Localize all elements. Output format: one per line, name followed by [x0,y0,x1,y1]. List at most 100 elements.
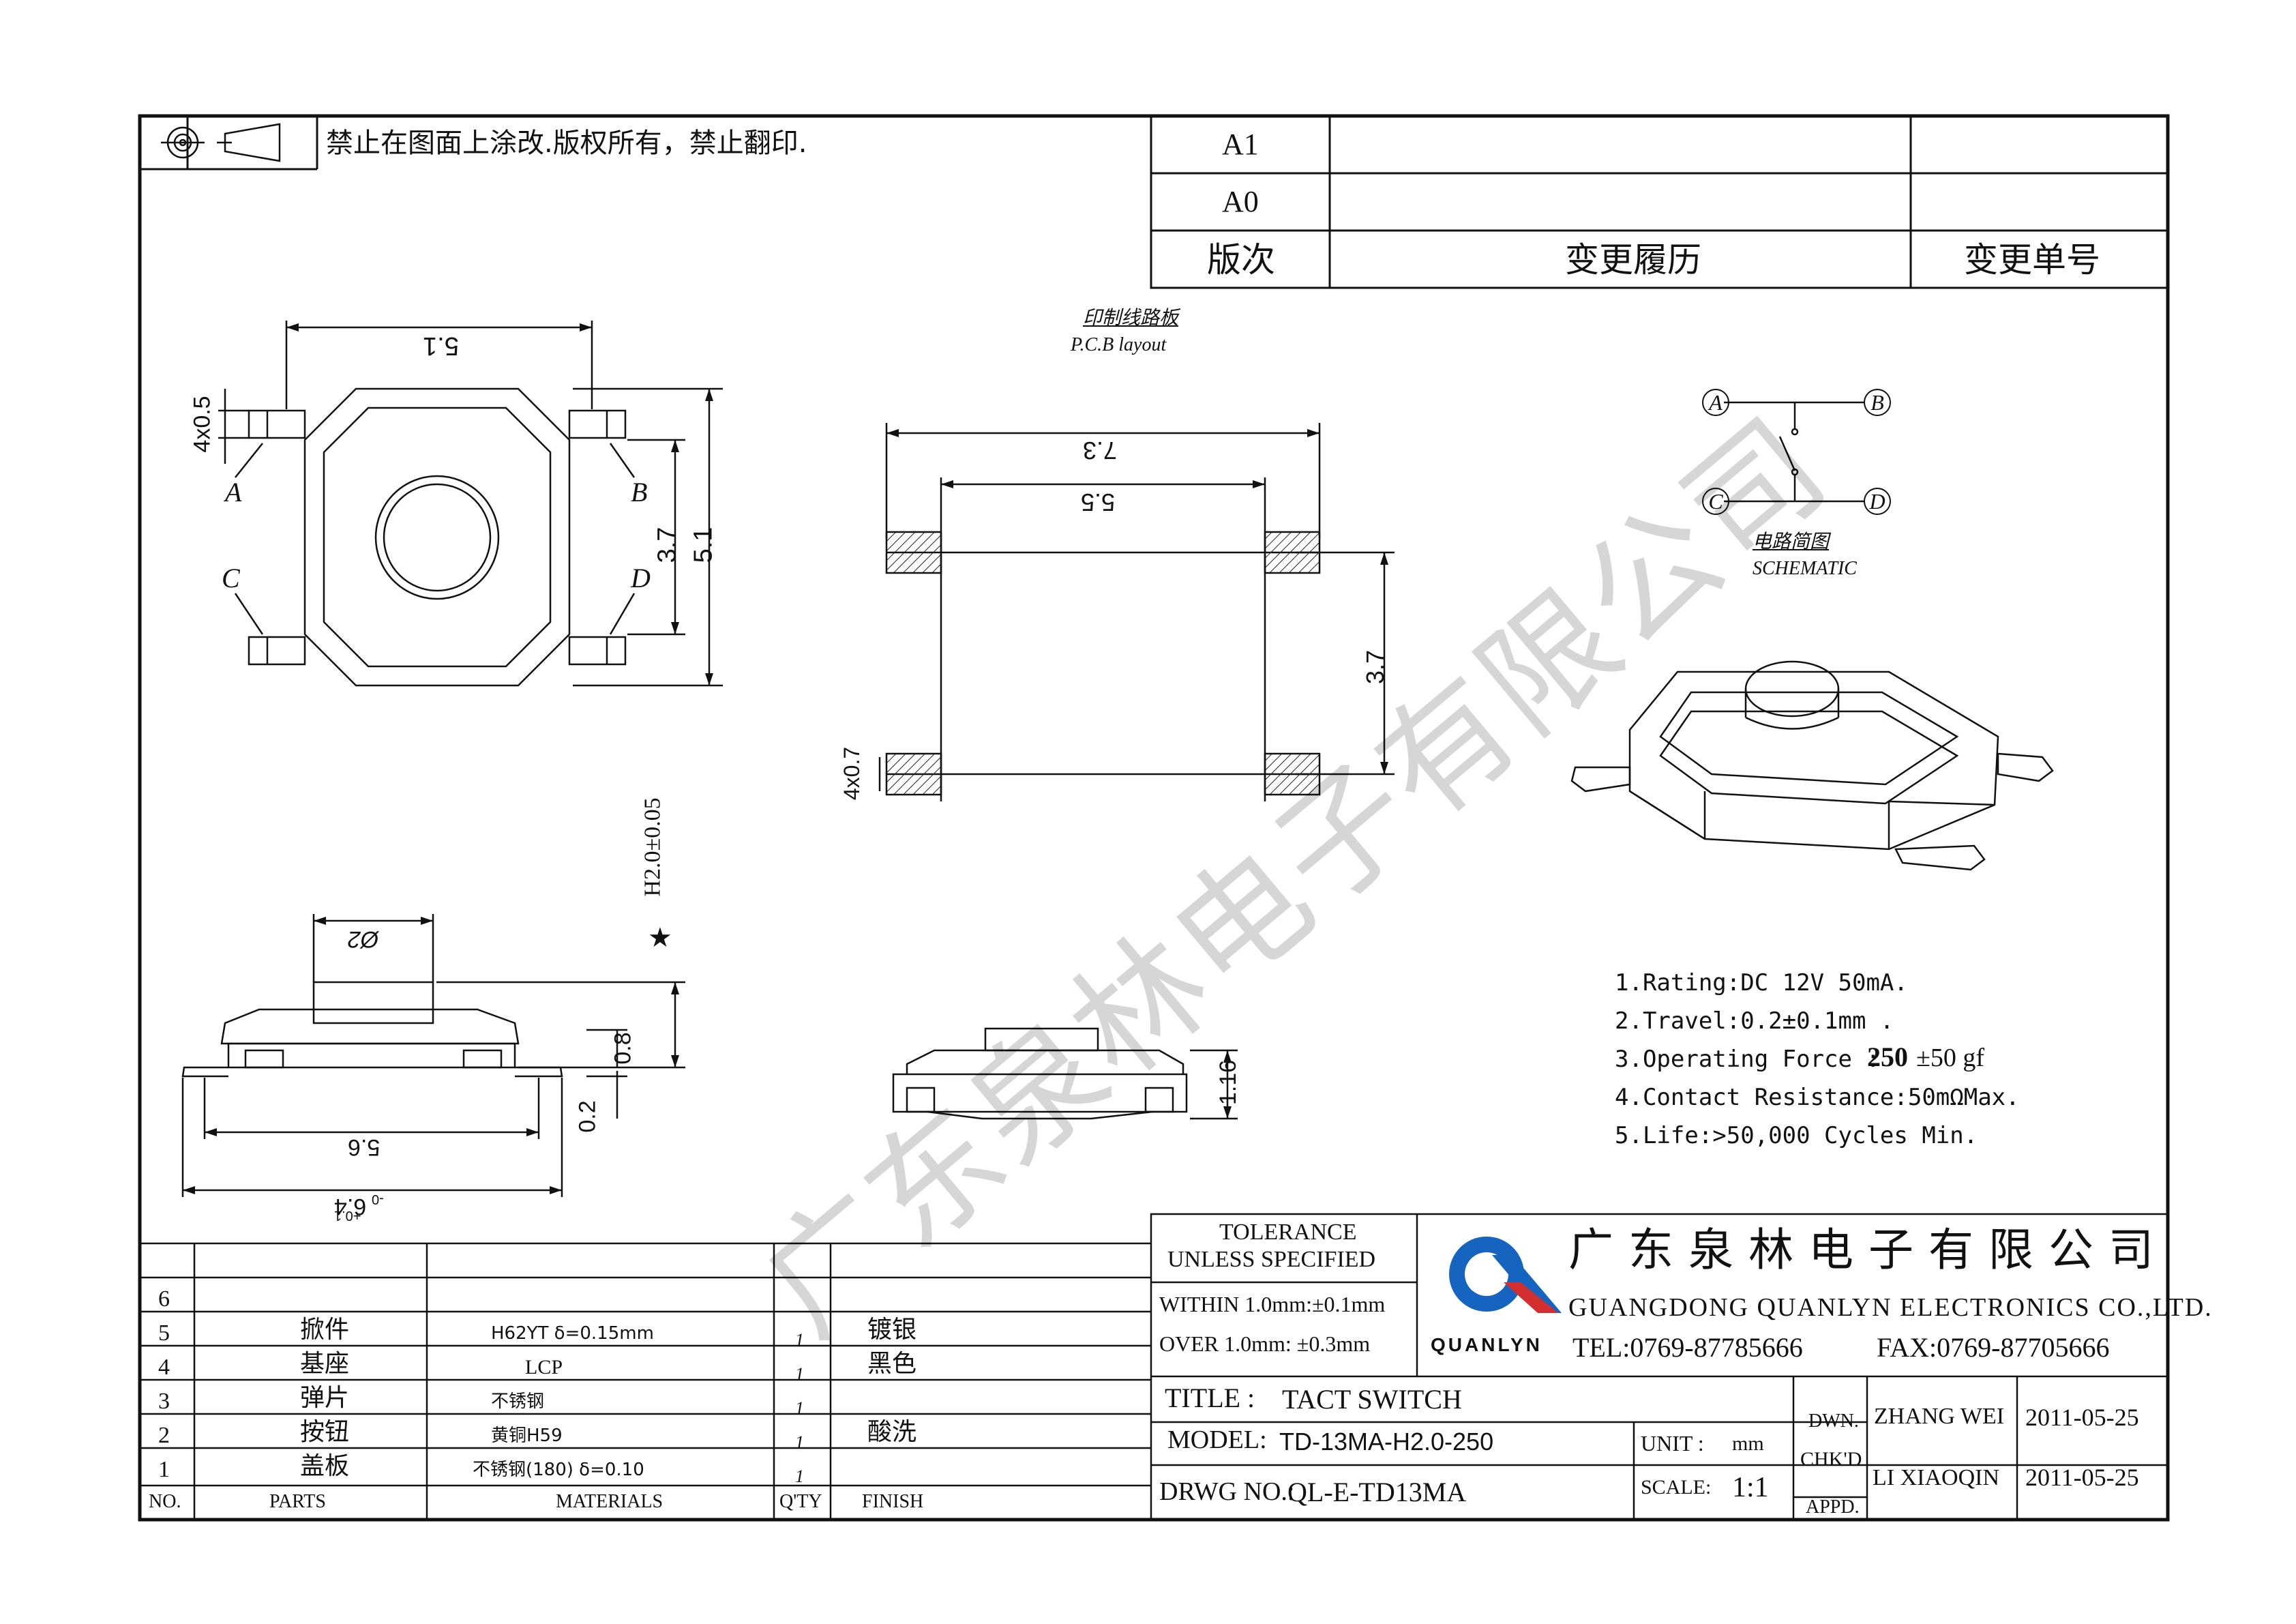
dim-inner-width: 5.6 [348,1134,381,1160]
drawing-number-label: DRWG NO.: [1159,1477,1295,1506]
bom-header-qty: Q'TY [779,1491,822,1512]
title-block-lines [1150,1213,2169,1521]
side-view [892,1027,1238,1120]
dim-pcb-inner: 5.5 [1081,488,1116,516]
pin-label-c: C [222,563,240,593]
dim-body-height: 0.8 [610,1032,636,1065]
bom-header-material: MATERIALS [556,1491,664,1512]
pcb-pads [885,531,1321,796]
history-column-header: 变更履历 [1565,240,1701,280]
dim-top-pins: 4x0.5 [189,396,215,453]
schematic-node-b: B [1864,389,1891,416]
bom-row-no: 3 [158,1389,170,1414]
bom-row-no: 4 [158,1355,170,1380]
dim-pcb-pads: 4x0.7 [839,746,865,801]
front-view [181,914,685,1197]
dim-total-height: H2.0±0.05 [640,797,666,897]
schematic-title-cn: 电路简图 [1753,530,1830,552]
company-logo-icon [1449,1237,1562,1313]
dim-side-height: 1.16 [1215,1059,1242,1106]
bom-row-material: 黄铜H59 [491,1426,563,1446]
bom-row-finish: 酸洗 [867,1418,917,1446]
checked-date: 2011-05-25 [2025,1464,2139,1491]
dim-button-diameter: Ø2 [348,926,379,952]
bom-row-material: H62YT δ=0.15mm [491,1323,654,1344]
bom-row-material: LCP [525,1356,563,1378]
bom-row-part: 按钮 [300,1418,350,1446]
revision-a1: A1 [1222,128,1259,161]
company-name-en: GUANGDONG QUANLYN ELECTRONICS CO.,LTD. [1568,1293,2213,1322]
drawing-number-value: QL-E-TD13MA [1287,1477,1467,1507]
bom-row-no: 2 [158,1423,170,1448]
bom-row-finish: 黑色 [867,1350,917,1378]
bom-row-no: 1 [158,1457,170,1482]
number-column-header: 变更单号 [1964,240,2100,280]
schematic-node-d: D [1864,488,1891,515]
dim-total-width-tol-top: -0 [372,1192,384,1207]
pin-label-b: B [631,477,648,507]
schematic-title-en: SCHEMATIC [1753,558,1857,579]
pcb-title-cn: 印制线路板 [1083,306,1179,329]
drawn-by: ZHANG WEI [1874,1404,2005,1429]
bom-row-qty: 1 [795,1398,804,1418]
bom-table-lines [140,1242,1151,1520]
title-label: TITLE : [1165,1383,1255,1413]
projection-symbol-icon [161,123,281,162]
bom-row-material: 不锈钢(180) δ=0.10 [473,1460,644,1480]
tolerance-over: OVER 1.0mm: ±0.3mm [1159,1331,1371,1356]
bom-header-part: PARTS [269,1491,326,1512]
logo-text: QUANLYN [1431,1334,1542,1355]
tolerance-subtitle: UNLESS SPECIFIED [1167,1247,1376,1272]
dim-top-width: 5.1 [423,331,459,360]
revision-column-header: 版次 [1207,240,1275,280]
pin-label-a: A [225,477,242,507]
company-fax: FAX:0769-87705666 [1877,1332,2110,1363]
company-tel: TEL:0769-87785666 [1572,1332,1803,1363]
bom-header-no: NO. [149,1491,181,1512]
schematic-node-c: C [1702,488,1729,515]
checked-label: CHK'D [1800,1448,1862,1471]
bom-row-material: 不锈钢 [491,1391,545,1412]
pin-label-d: D [631,563,651,593]
spec-life: 5.Life:>50,000 Cycles Min. [1615,1122,1978,1149]
bom-row-part: 基座 [300,1350,350,1378]
spec-force-label: 3.Operating Force : [1615,1046,1880,1073]
bom-row-finish: 镀银 [867,1316,917,1344]
drawn-date: 2011-05-25 [2025,1404,2139,1431]
tolerance-title: TOLERANCE [1219,1220,1357,1245]
dim-pcb-outer: 7.3 [1083,437,1118,464]
drawn-label: DWN. [1808,1411,1859,1432]
dim-top-height-inner: 3.7 [653,527,682,563]
bom-row-qty: 1 [795,1364,804,1384]
scale-label: SCALE: [1641,1476,1712,1498]
scale-value: 1:1 [1732,1472,1769,1503]
unit-label: UNIT : [1641,1431,1704,1456]
schematic-node-a: A [1702,389,1729,416]
schematic [1724,401,1865,503]
bom-row-no: 6 [158,1286,170,1312]
spec-contact-resistance: 4.Contact Resistance:50mΩMax. [1615,1084,2020,1111]
dimension-arrows [183,323,1388,1194]
model-value: TD-13MA-H2.0-250 [1279,1428,1494,1456]
bom-row-part: 弹片 [300,1384,350,1412]
checked-by: LI XIAOQIN [1873,1465,2000,1490]
pcb-layout [878,423,1395,801]
dim-base-height: 0.2 [574,1100,601,1133]
approved-label: APPD. [1806,1496,1860,1518]
top-view [218,321,723,687]
bom-row-qty: 1 [795,1432,804,1452]
dim-top-height-outer: 5.1 [689,527,718,563]
bom-row-qty: 1 [795,1330,804,1350]
dim-total-width-tol-bottom: +0.1 [334,1208,361,1223]
spec-travel: 2.Travel:0.2±0.1mm . [1615,1007,1894,1035]
bom-row-no: 5 [158,1320,170,1346]
isometric-view [1570,660,2054,871]
title-value: TACT SWITCH [1282,1384,1462,1415]
bom-row-qty: 1 [795,1466,804,1486]
bom-row-part: 掀件 [300,1316,350,1344]
model-label: MODEL: [1167,1426,1267,1454]
critical-dimension-star: ★ [648,922,672,953]
spec-force-tolerance: ±50 gf [1916,1044,1985,1072]
dim-pcb-vertical: 3.7 [1361,649,1390,685]
